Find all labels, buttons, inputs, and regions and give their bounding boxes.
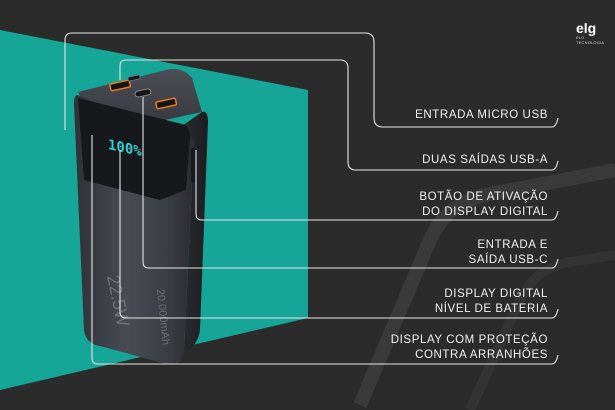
callout-usb-a: DUAS SAÍDAS USB-A bbox=[422, 153, 548, 168]
callout-battery-display: DISPLAY DIGITAL NÍVEL DE BATERIA bbox=[435, 287, 548, 317]
callout-line1: DISPLAY COM PROTEÇÃO bbox=[390, 334, 548, 346]
capacity-label: 20.000mAh bbox=[154, 288, 172, 345]
callout-line2: DO DISPLAY DIGITAL bbox=[422, 206, 548, 218]
callout-line2: NÍVEL DE BATERIA bbox=[434, 303, 548, 315]
callout-line-4 bbox=[142, 97, 559, 269]
battery-display-reading: 100% bbox=[108, 137, 142, 160]
callout-lines bbox=[64, 32, 559, 365]
display-button bbox=[191, 148, 196, 182]
callout-line2: SAÍDA USB-C bbox=[468, 254, 548, 266]
usb-a-port-2 bbox=[155, 97, 178, 110]
callout-line1: DUAS SAÍDAS USB-A bbox=[422, 154, 548, 166]
device-glass-panel bbox=[78, 98, 190, 200]
callout-line-2 bbox=[119, 59, 559, 171]
usb-a-port-1 bbox=[109, 79, 132, 92]
logo-text: elg bbox=[576, 20, 597, 36]
device-side-face bbox=[182, 111, 208, 352]
micro-usb-port bbox=[127, 74, 141, 82]
callout-line-3 bbox=[195, 150, 559, 221]
callout-line-5 bbox=[119, 150, 559, 319]
callout-line1: BOTÃO DE ATIVAÇÃO bbox=[419, 191, 548, 203]
callout-line1: DISPLAY DIGITAL bbox=[444, 288, 548, 300]
callout-line2: CONTRA ARRANHÕES bbox=[415, 349, 548, 361]
callout-scratch-protection: DISPLAY COM PROTEÇÃO CONTRA ARRANHÕES bbox=[391, 333, 548, 363]
decor-outline bbox=[353, 163, 615, 408]
callout-line1: ENTRADA MICRO USB bbox=[415, 109, 548, 121]
callout-micro-usb: ENTRADA MICRO USB bbox=[415, 108, 548, 123]
callout-line-6 bbox=[91, 135, 559, 365]
brand-logo: elg ELG TECNOLOGIA bbox=[574, 18, 614, 45]
callout-line1: ENTRADA E bbox=[477, 239, 548, 251]
callout-display-button: BOTÃO DE ATIVAÇÃO DO DISPLAY DIGITAL bbox=[419, 190, 548, 220]
usb-c-port bbox=[134, 88, 152, 98]
decor-outline-2 bbox=[465, 250, 615, 410]
logo-subtext: ELG TECNOLOGIA bbox=[576, 35, 605, 45]
callout-line-1 bbox=[64, 32, 559, 130]
callout-usb-c: ENTRADA E SAÍDA USB-C bbox=[469, 238, 548, 268]
